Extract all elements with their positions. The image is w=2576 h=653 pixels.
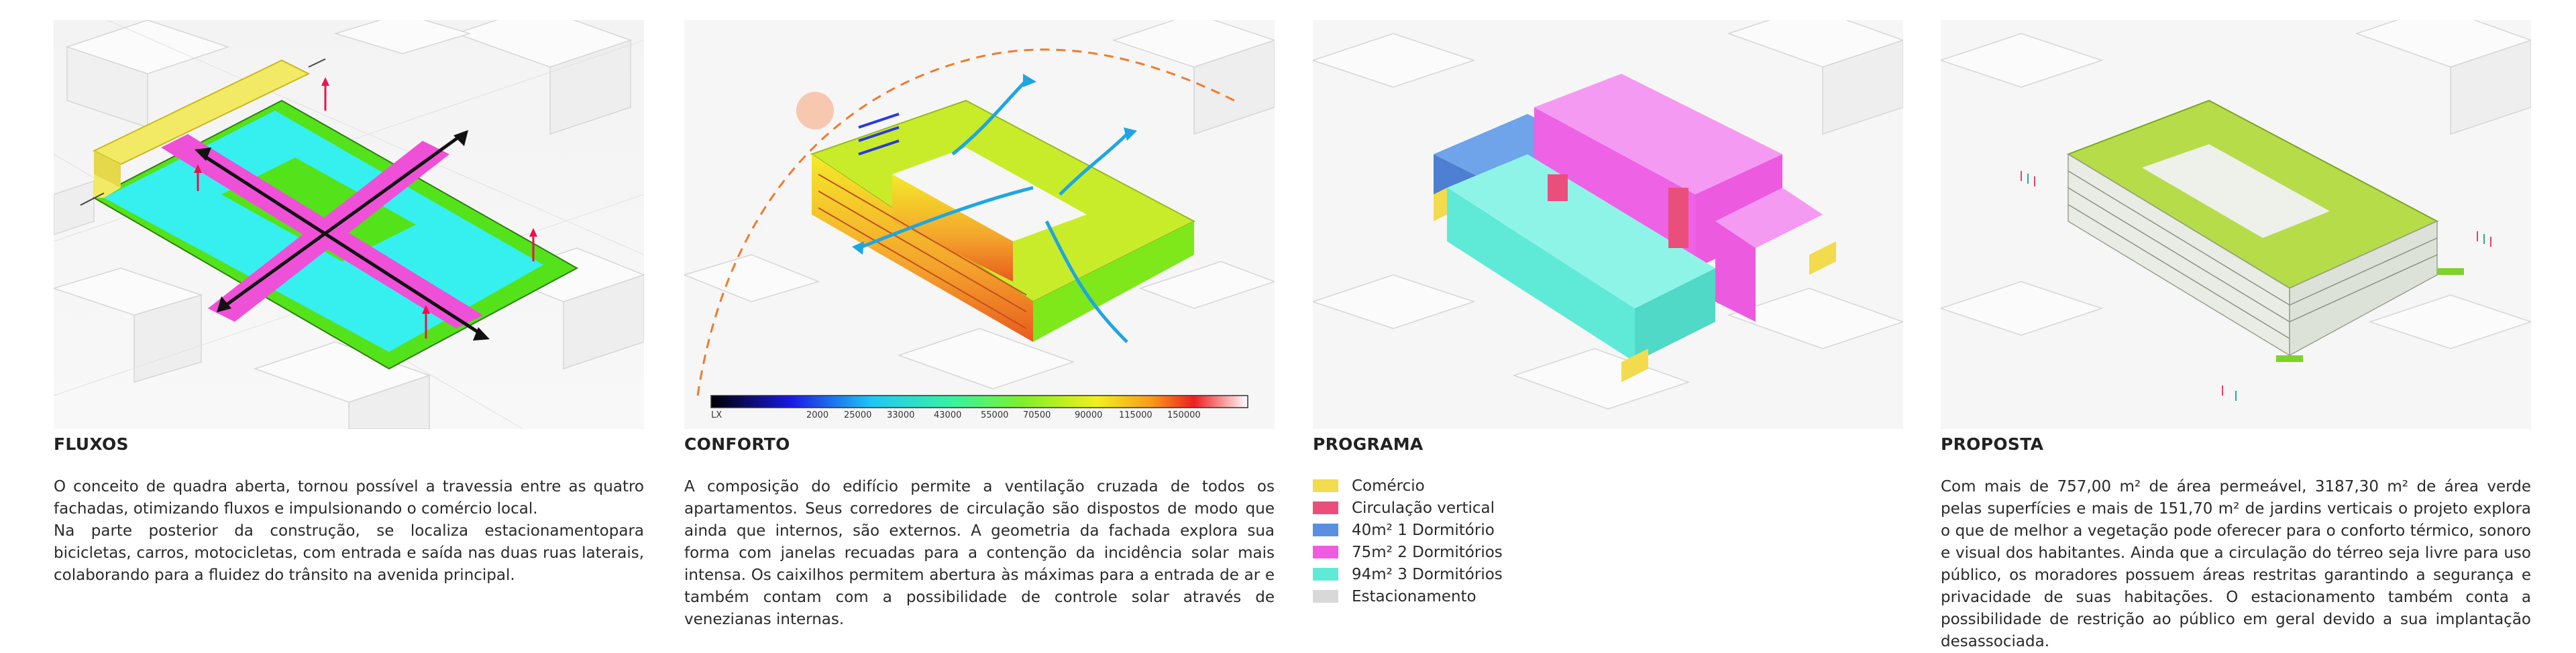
- fluxos-diagram: [54, 20, 644, 429]
- legend-item-comercio: Comércio: [1313, 475, 1503, 497]
- sun-path: [696, 48, 1235, 396]
- building-heatmap: [810, 99, 1196, 342]
- scale-tick: 2000: [806, 410, 829, 420]
- people-figures: [2021, 171, 2491, 396]
- illuminance-scale-labels: LX 2000 25000 33000 43000 55000 70500 90…: [684, 410, 1275, 424]
- legend-swatch: [1313, 546, 1338, 558]
- context-blocks: [684, 20, 1275, 390]
- scale-tick: 115000: [1119, 410, 1152, 420]
- legend-swatch: [1313, 590, 1338, 603]
- legend-label: Comércio: [1352, 477, 1425, 495]
- scale-tick: 43000: [934, 410, 962, 420]
- proposta-diagram: [1941, 20, 2531, 429]
- panel-title: PROGRAMA: [1313, 434, 1424, 454]
- context-blocks: [1313, 20, 1903, 410]
- panel-description: A composição do edifício permite a venti…: [684, 478, 1275, 628]
- legend-item-1-dormitorio: 40m² 1 Dormitório: [1313, 519, 1503, 541]
- scale-unit: LX: [711, 410, 722, 420]
- program-volumes: [1434, 74, 1836, 382]
- programa-diagram: [1313, 20, 1903, 429]
- flow-arrows: [200, 132, 484, 337]
- legend-item-3-dormitorios: 94m² 3 Dormitórios: [1313, 563, 1503, 585]
- access-arrows: [197, 84, 535, 339]
- panel-conforto: LX 2000 25000 33000 43000 55000 70500 90…: [684, 20, 1275, 628]
- panel-description: Com mais de 757,00 m² de área permeável,…: [1941, 478, 2531, 650]
- scale-tick: 70500: [1023, 410, 1051, 420]
- scale-tick: 33000: [887, 410, 915, 420]
- legend-swatch: [1313, 524, 1338, 536]
- legend-item-2-dormitorios: 75m² 2 Dormitórios: [1313, 541, 1503, 563]
- green-building: [2066, 99, 2464, 362]
- conforto-diagram: [684, 20, 1275, 429]
- panel-description: O conceito de quadra aberta, tornou poss…: [54, 478, 644, 584]
- legend-label: 75m² 2 Dormitórios: [1352, 543, 1503, 561]
- sun-icon: [796, 92, 834, 129]
- scale-tick: 150000: [1167, 410, 1201, 420]
- legend-label: 40m² 1 Dormitório: [1352, 521, 1495, 539]
- panel-title: FLUXOS: [54, 434, 129, 454]
- panel-title: CONFORTO: [684, 434, 790, 454]
- wind-arrows: [858, 79, 1128, 343]
- scale-tick: 90000: [1075, 410, 1103, 420]
- legend-swatch: [1313, 501, 1338, 514]
- panel-title: PROPOSTA: [1941, 434, 2044, 454]
- legend-item-circulacao-vertical: Circulação vertical: [1313, 497, 1503, 519]
- legend-item-estacionamento: Estacionamento: [1313, 585, 1503, 607]
- panel-proposta: PROPOSTA Com mais de 757,00 m² de área p…: [1941, 20, 2531, 650]
- panel-fluxos: FLUXOS O conceito de quadra aberta, torn…: [54, 20, 644, 624]
- scale-tick: 25000: [844, 410, 872, 420]
- context-blocks: [1941, 20, 2531, 349]
- legend-label: Estacionamento: [1352, 587, 1477, 605]
- legend-swatch: [1313, 479, 1338, 492]
- legend-label: Circulação vertical: [1352, 499, 1495, 517]
- illuminance-scale: [710, 395, 1248, 408]
- legend-label: 94m² 3 Dormitórios: [1352, 565, 1503, 583]
- program-legend: Comércio Circulação vertical 40m² 1 Dorm…: [1313, 475, 1503, 607]
- panel-programa: PROGRAMA Comércio Circulação vertical 40…: [1313, 20, 1903, 624]
- legend-swatch: [1313, 568, 1338, 581]
- scale-tick: 55000: [981, 410, 1009, 420]
